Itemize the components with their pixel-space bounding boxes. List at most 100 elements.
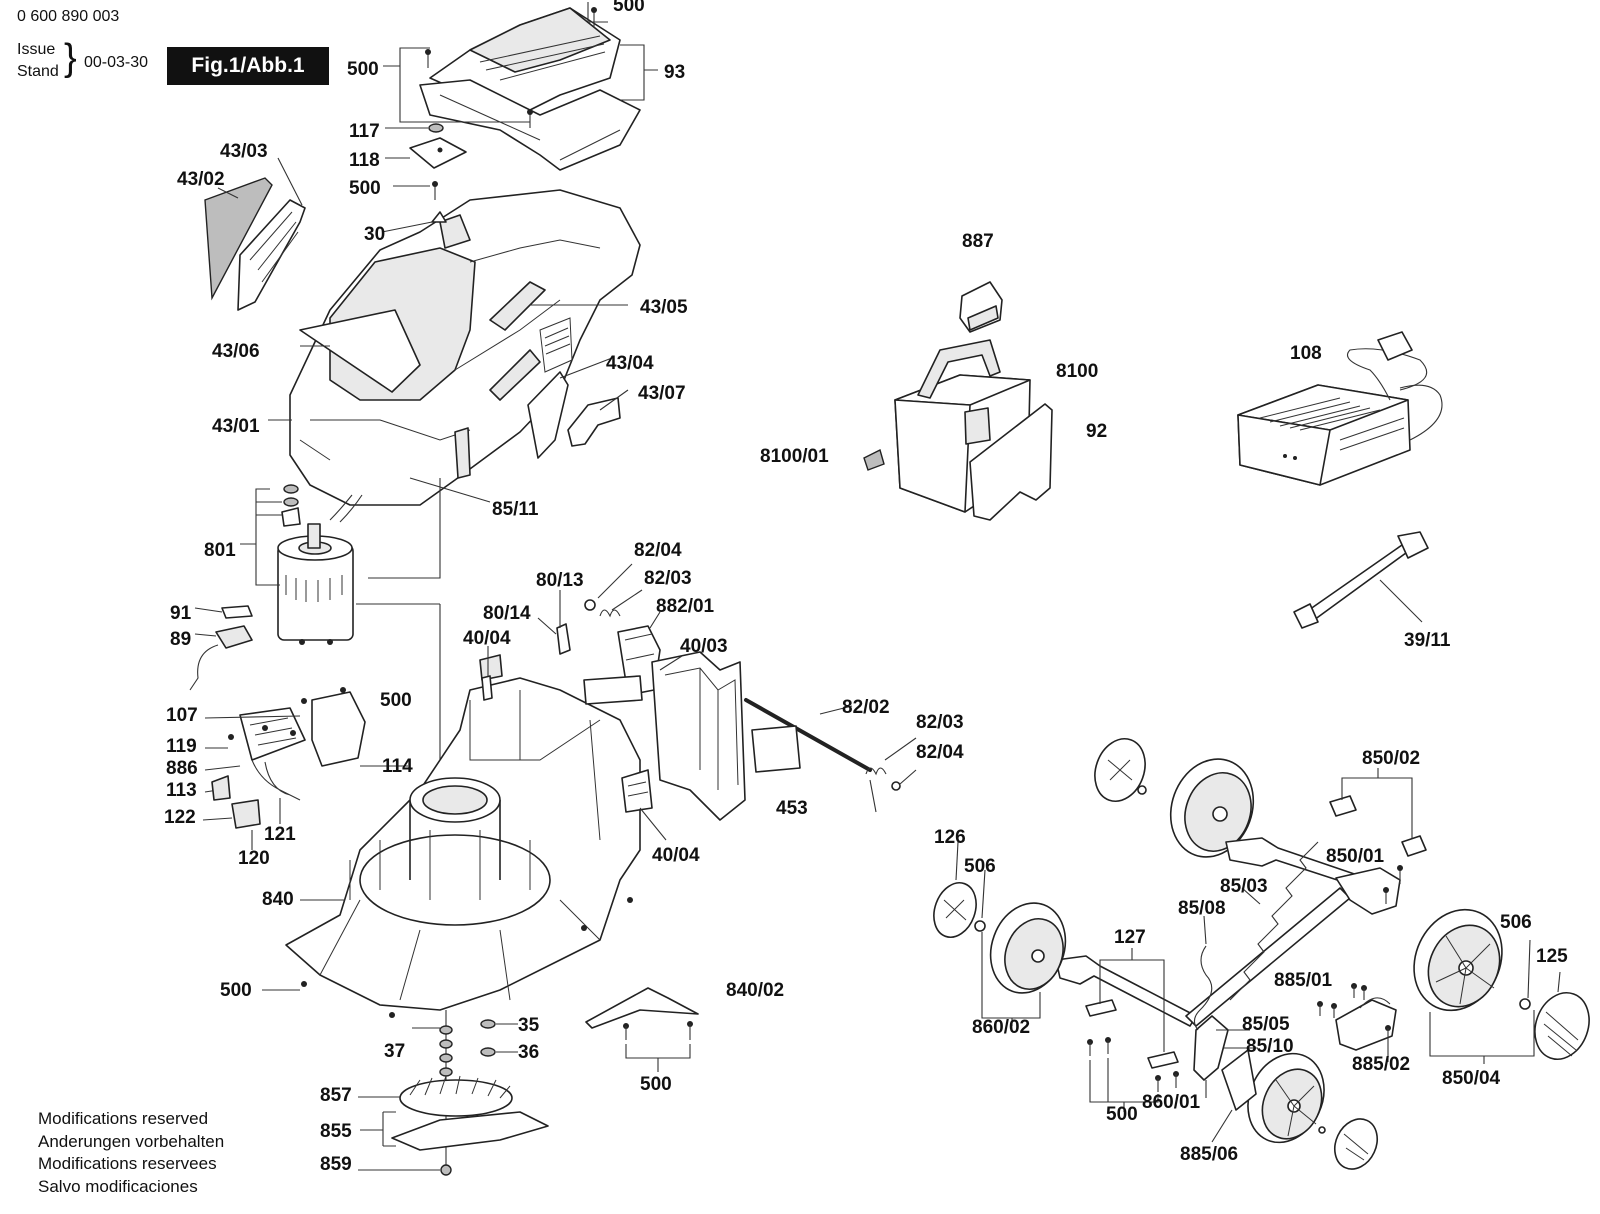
label-500: 500	[220, 980, 252, 1001]
label-40-03: 40/03	[680, 636, 728, 657]
label-43-06	[299, 309, 421, 393]
label-840: 840	[262, 889, 294, 910]
note-de: Anderungen vorbehalten	[38, 1131, 225, 1151]
label-40-04: 40/04	[463, 628, 511, 649]
label-453	[751, 725, 801, 773]
panel-43-03	[237, 199, 306, 311]
part-8100-01	[863, 448, 885, 471]
label-82-03: 82/03	[916, 712, 964, 733]
label-850-02: 850/02	[1362, 748, 1420, 769]
deflector-840-02	[585, 987, 699, 1029]
cover-500-c	[311, 691, 366, 767]
connector-122	[231, 799, 261, 829]
stand-label: Stand	[17, 63, 59, 80]
main-housing-43-01	[289, 189, 641, 506]
knob-30	[431, 211, 447, 223]
label-43-02: 43/02	[177, 169, 225, 190]
bracket-40-04	[621, 769, 653, 813]
label-43-06: 43/06	[212, 341, 260, 362]
spring-82-03-b	[865, 767, 887, 776]
washer-506-b	[1519, 998, 1531, 1010]
bracket-43-07	[567, 397, 621, 447]
label-80-14: 80/14	[483, 603, 531, 624]
wheel-bottom	[1247, 1052, 1325, 1144]
label-82-04: 82/04	[916, 742, 964, 763]
label-43-04: 43/04	[606, 353, 654, 374]
label-118: 118	[349, 150, 380, 171]
spring-82-03	[599, 609, 621, 618]
label-121: 121	[264, 824, 296, 845]
label-859: 859	[320, 1154, 352, 1175]
wire-85-08	[1193, 945, 1213, 1031]
label-89: 89	[170, 629, 191, 650]
label-850-01: 850/01	[1326, 846, 1385, 867]
label-855: 855	[320, 1121, 352, 1142]
slot-43-05	[489, 281, 546, 331]
note-en: Modifications reserved	[38, 1109, 209, 1128]
issue-label: Issue	[17, 41, 56, 58]
label-120: 120	[238, 848, 270, 869]
note-fr: Modifications reservees	[38, 1154, 217, 1173]
blade-855	[391, 1111, 549, 1151]
switch-89	[215, 625, 253, 649]
label-885-02: 885/02	[1352, 1054, 1410, 1075]
label-500: 500	[380, 690, 412, 711]
label-125: 125	[1536, 946, 1568, 967]
label-92: 92	[1086, 421, 1107, 442]
washer-117	[428, 123, 444, 133]
wheel-top	[1169, 758, 1255, 858]
figure-badge: Fig.1/Abb.1	[167, 47, 329, 85]
label-500: 500	[640, 1074, 672, 1095]
label-860-01: 860/01	[1142, 1092, 1201, 1113]
label-43-07: 43/07	[638, 383, 686, 404]
rod-82-02	[744, 698, 872, 772]
label-91: 91	[170, 603, 192, 624]
label-122: 122	[164, 807, 196, 828]
label-39-11: 39/11	[1404, 630, 1451, 651]
label-857: 857	[320, 1085, 352, 1106]
label-126: 126	[934, 827, 966, 848]
bracket-885-06	[1221, 1049, 1257, 1111]
screw-500-b	[432, 181, 438, 200]
label-860-02: 860/02	[972, 1017, 1030, 1038]
label-43-03: 43/03	[220, 141, 268, 162]
circuit-board-119	[239, 707, 306, 761]
deck-840	[285, 654, 641, 1011]
plate-118	[409, 137, 467, 169]
spring-85-03	[1229, 841, 1319, 1001]
label-85-11: 85/11	[492, 499, 539, 520]
bracket-885-02	[1335, 999, 1397, 1051]
label-886: 886	[166, 758, 198, 779]
wheel-right	[1413, 908, 1503, 1012]
label-8100: 8100	[1056, 361, 1098, 382]
clip-850-02-a	[1329, 795, 1357, 817]
part-91	[221, 605, 253, 619]
label-43-05: 43/05	[640, 297, 688, 318]
label-887: 887	[962, 231, 994, 252]
label-500: 500	[1106, 1104, 1138, 1125]
label-885-01: 885/01	[1274, 970, 1333, 991]
modification-notes: Modifications reserved Anderungen vorbeh…	[38, 1108, 224, 1198]
label-506: 506	[964, 856, 996, 877]
label-840-02: 840/02	[726, 980, 784, 1001]
label-93: 93	[664, 62, 685, 83]
washer-506-a	[974, 920, 986, 932]
issue-date: 00-03-30	[84, 54, 149, 71]
label-36: 36	[518, 1042, 539, 1063]
brace-symbol: }	[64, 37, 77, 79]
charger-108	[1237, 331, 1443, 486]
label-500: 500	[347, 59, 379, 80]
flap-40-03	[651, 651, 746, 821]
label-80-13: 80/13	[536, 570, 584, 591]
document-number: 0 600 890 003	[17, 8, 120, 25]
clip-850-02-b	[1401, 835, 1427, 857]
note-es: Salvo modificaciones	[38, 1176, 198, 1196]
wheel-left	[989, 902, 1067, 994]
label-43-01: 43/01	[212, 416, 260, 437]
label-119: 119	[166, 736, 197, 757]
screw-500-a	[425, 49, 533, 128]
axle-front	[1055, 955, 1197, 1027]
label-114: 114	[382, 756, 413, 777]
label-882-01: 882/01	[656, 596, 715, 617]
